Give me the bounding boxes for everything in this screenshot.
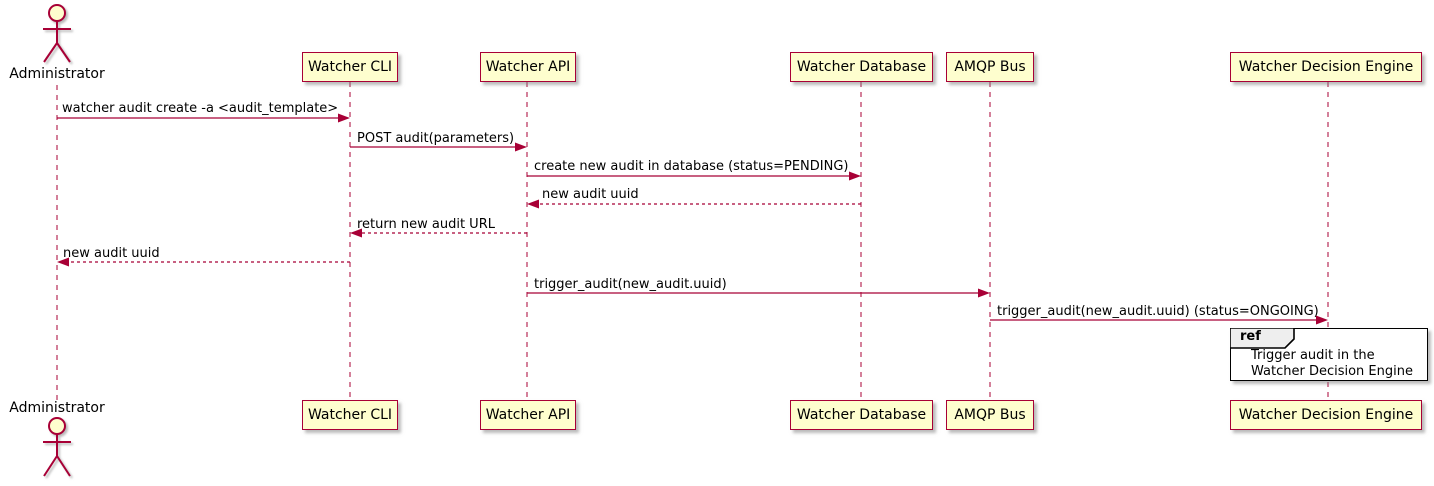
actor-icon-bottom (43, 417, 71, 477)
ref-text-line-2: Watcher Decision Engine (1251, 364, 1413, 379)
participant-watcher-database-top: Watcher Database (790, 52, 933, 82)
message-label-8: trigger_audit(new_audit.uuid) (status=ON… (997, 304, 1319, 319)
participant-label: Watcher Database (796, 59, 927, 75)
message-label-5: return new audit URL (357, 217, 495, 232)
participant-watcher-database-bottom: Watcher Database (790, 400, 933, 430)
message-label-2: POST audit(parameters) (357, 131, 515, 146)
message-label-1: watcher audit create -a <audit_template> (62, 101, 339, 116)
arrowhead-6 (57, 257, 69, 267)
participant-watcher-api-bottom: Watcher API (480, 400, 576, 430)
arrowhead-4 (527, 199, 539, 209)
participant-label: Watcher Decision Engine (1238, 59, 1414, 75)
participant-watcher-api-top: Watcher API (480, 52, 576, 82)
participant-label: Watcher API (485, 407, 571, 423)
participant-label: AMQP Bus (954, 407, 1026, 423)
participant-label: Watcher Decision Engine (1238, 407, 1414, 423)
actor-label-bottom: Administrator (9, 400, 105, 416)
actor-icon-top (43, 4, 71, 63)
participant-label: AMQP Bus (954, 59, 1026, 75)
arrowhead-1 (338, 113, 350, 123)
participant-label: Watcher CLI (307, 407, 393, 423)
ref-text-line-1: Trigger audit in the (1251, 348, 1375, 363)
arrowhead-7 (978, 288, 990, 298)
ref-keyword: ref (1240, 329, 1261, 344)
ref-fragment: ref Trigger audit in the Watcher Decisio… (1230, 328, 1428, 381)
message-label-4: new audit uuid (542, 187, 639, 202)
participant-watcher-cli-top: Watcher CLI (302, 52, 398, 82)
ref-header-shape (1230, 328, 1295, 349)
message-label-7: trigger_audit(new_audit.uuid) (534, 277, 727, 292)
participant-label: Watcher API (485, 59, 571, 75)
participant-watcher-cli-bottom: Watcher CLI (302, 400, 398, 430)
participant-watcher-decision-engine-top: Watcher Decision Engine (1230, 52, 1422, 82)
arrowhead-8 (1316, 315, 1328, 325)
participant-label: Watcher Database (796, 407, 927, 423)
participant-watcher-decision-engine-bottom: Watcher Decision Engine (1230, 400, 1422, 430)
message-label-6: new audit uuid (63, 246, 160, 261)
arrowhead-3 (849, 171, 861, 181)
participant-amqp-bus-top: AMQP Bus (946, 52, 1034, 82)
participant-label: Watcher CLI (307, 59, 393, 75)
actor-label-top: Administrator (9, 66, 105, 82)
arrowhead-5 (350, 228, 362, 238)
arrowhead-2 (515, 142, 527, 152)
message-label-3: create new audit in database (status=PEN… (534, 159, 849, 174)
participant-amqp-bus-bottom: AMQP Bus (946, 400, 1034, 430)
